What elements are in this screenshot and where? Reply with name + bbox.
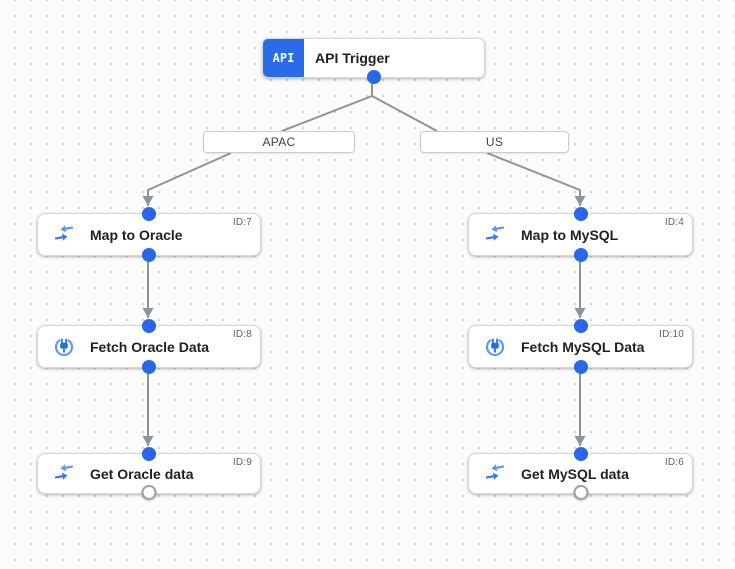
node-id-badge: ID:6 (664, 457, 684, 468)
node-label: Map to Oracle (90, 226, 183, 243)
node-label: Map to MySQL (521, 226, 619, 243)
connection-dot-out[interactable] (573, 248, 588, 262)
connection-dot-end[interactable] (573, 485, 588, 500)
branch-label-text: US (485, 135, 504, 149)
connection-dot-in[interactable] (142, 207, 156, 221)
api-badge-icon: API (263, 39, 304, 77)
connection-dot-out[interactable] (366, 70, 381, 84)
node-id-badge: ID:9 (232, 457, 252, 468)
data-mapping-icon (484, 463, 506, 485)
connection-dot-out[interactable] (142, 248, 156, 262)
node-get-oracle-data[interactable]: Get Oracle data ID:9 (37, 447, 261, 500)
edge-us-to-map-mysql (486, 152, 586, 206)
connection-dot-out[interactable] (142, 360, 156, 374)
node-id-badge: ID:8 (232, 329, 252, 340)
connection-dot-in[interactable] (573, 207, 588, 221)
connection-dot-end[interactable] (141, 485, 157, 500)
data-mapping-icon (53, 463, 75, 485)
connection-dot-in[interactable] (573, 447, 588, 461)
node-id-badge: ID:7 (232, 217, 252, 228)
node-fetch-mysql-data[interactable]: Fetch MySQL Data ID:10 (468, 319, 693, 374)
edge-apac-to-map-oracle (142, 152, 232, 206)
node-label: Fetch Oracle Data (90, 338, 210, 355)
node-id-badge: ID:4 (664, 217, 684, 228)
edge-trigger-to-apac (281, 78, 373, 132)
node-get-mysql-data[interactable]: Get MySQL data ID:6 (468, 447, 693, 500)
connection-dot-out[interactable] (573, 360, 588, 374)
connector-icon (53, 336, 75, 358)
node-map-to-mysql[interactable]: Map to MySQL ID:4 (468, 207, 693, 262)
branch-label-text: APAC (262, 135, 296, 149)
data-mapping-icon (484, 224, 506, 246)
node-label: Get Oracle data (90, 465, 194, 482)
node-map-to-oracle[interactable]: Map to Oracle ID:7 (37, 207, 261, 262)
trigger-label: API Trigger (315, 50, 390, 66)
node-api-trigger[interactable]: API API Trigger (262, 38, 485, 84)
connector-icon (484, 336, 506, 358)
node-label: Get MySQL data (521, 465, 629, 482)
node-id-badge: ID:10 (659, 329, 684, 340)
edge-trigger-to-us (371, 95, 438, 132)
edge-label-us[interactable]: US (420, 131, 569, 153)
edge-label-apac[interactable]: APAC (203, 131, 355, 153)
connection-dot-in[interactable] (573, 319, 588, 333)
connection-dot-in[interactable] (142, 319, 156, 333)
node-fetch-oracle-data[interactable]: Fetch Oracle Data ID:8 (37, 319, 261, 374)
connection-dot-in[interactable] (142, 447, 156, 461)
node-label: Fetch MySQL Data (521, 338, 645, 355)
api-badge-text: API (272, 51, 295, 65)
data-mapping-icon (53, 224, 75, 246)
